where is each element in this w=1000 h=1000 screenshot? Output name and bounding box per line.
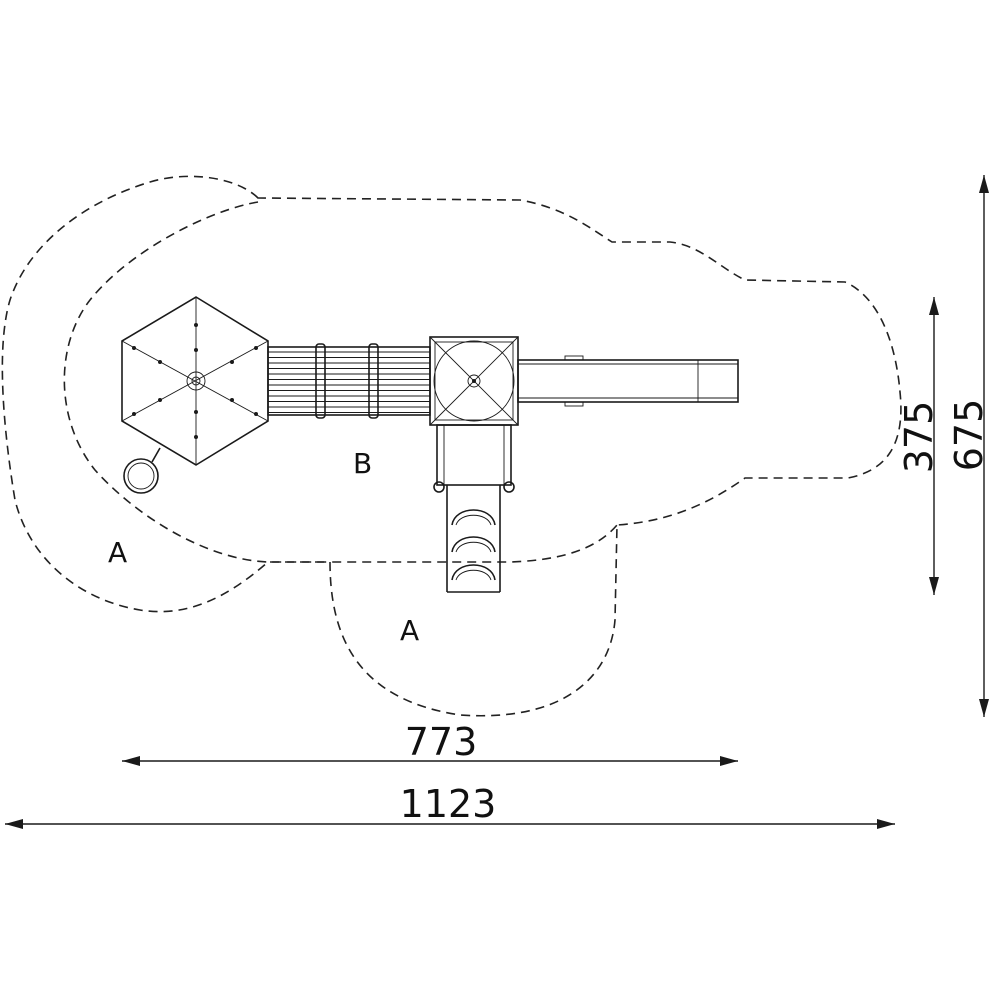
zone-label-a-bottom: A xyxy=(400,614,419,647)
dimension-inner-height: 375 xyxy=(897,297,941,595)
zone-label-b: B xyxy=(353,447,372,480)
hexagonal-roof-tower xyxy=(121,296,269,466)
outer-safety-zone-outline xyxy=(1,175,902,717)
dimension-label-outer-height: 675 xyxy=(947,399,991,472)
ladder xyxy=(446,485,501,593)
zone-label-a-left: A xyxy=(108,536,127,569)
dimension-label-inner-width: 773 xyxy=(405,720,478,764)
dimension-label-outer-width: 1123 xyxy=(400,782,497,826)
dimension-outer-height: 675 xyxy=(947,175,991,717)
dimension-label-inner-height: 375 xyxy=(897,401,941,474)
dimension-outer-width: 1123 xyxy=(5,782,895,829)
tower-platform xyxy=(433,424,515,493)
tunnel-bridge xyxy=(267,343,431,419)
inner-play-zone-outline xyxy=(63,201,618,563)
straight-slide xyxy=(517,355,739,407)
square-tower xyxy=(429,336,519,426)
dimension-inner-width: 773 xyxy=(122,720,738,766)
climbing-ring xyxy=(123,447,161,494)
